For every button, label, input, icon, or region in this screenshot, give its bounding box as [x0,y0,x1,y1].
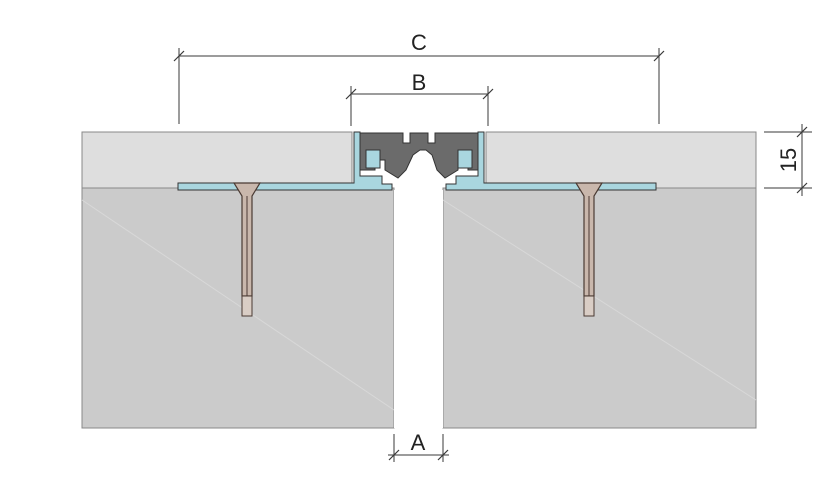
concrete-slab-right [442,187,757,429]
dimension-height-label: 15 [776,148,801,172]
rubber-insert [359,132,479,179]
profile-left [177,131,393,191]
anchor-icon [574,182,604,317]
dimension-a-label: A [411,430,426,455]
slab-texture-line [442,199,757,401]
dimension-height: 15 [764,124,812,196]
dimension-b: B [345,70,494,126]
slab-texture-line [81,199,395,411]
concrete-slab-left [81,187,395,429]
profile-right [445,131,657,191]
anchor-icon [232,182,262,317]
dimension-c-label: C [411,30,427,55]
dimension-c: C [173,30,665,124]
dimension-a: A [388,430,449,462]
screed-layer-left [81,131,353,189]
insert-slot-left [365,149,381,169]
joint-gap [394,190,443,428]
dimension-b-label: B [412,70,427,95]
insert-slot-right [457,149,473,169]
screed-layer-right [485,131,757,189]
